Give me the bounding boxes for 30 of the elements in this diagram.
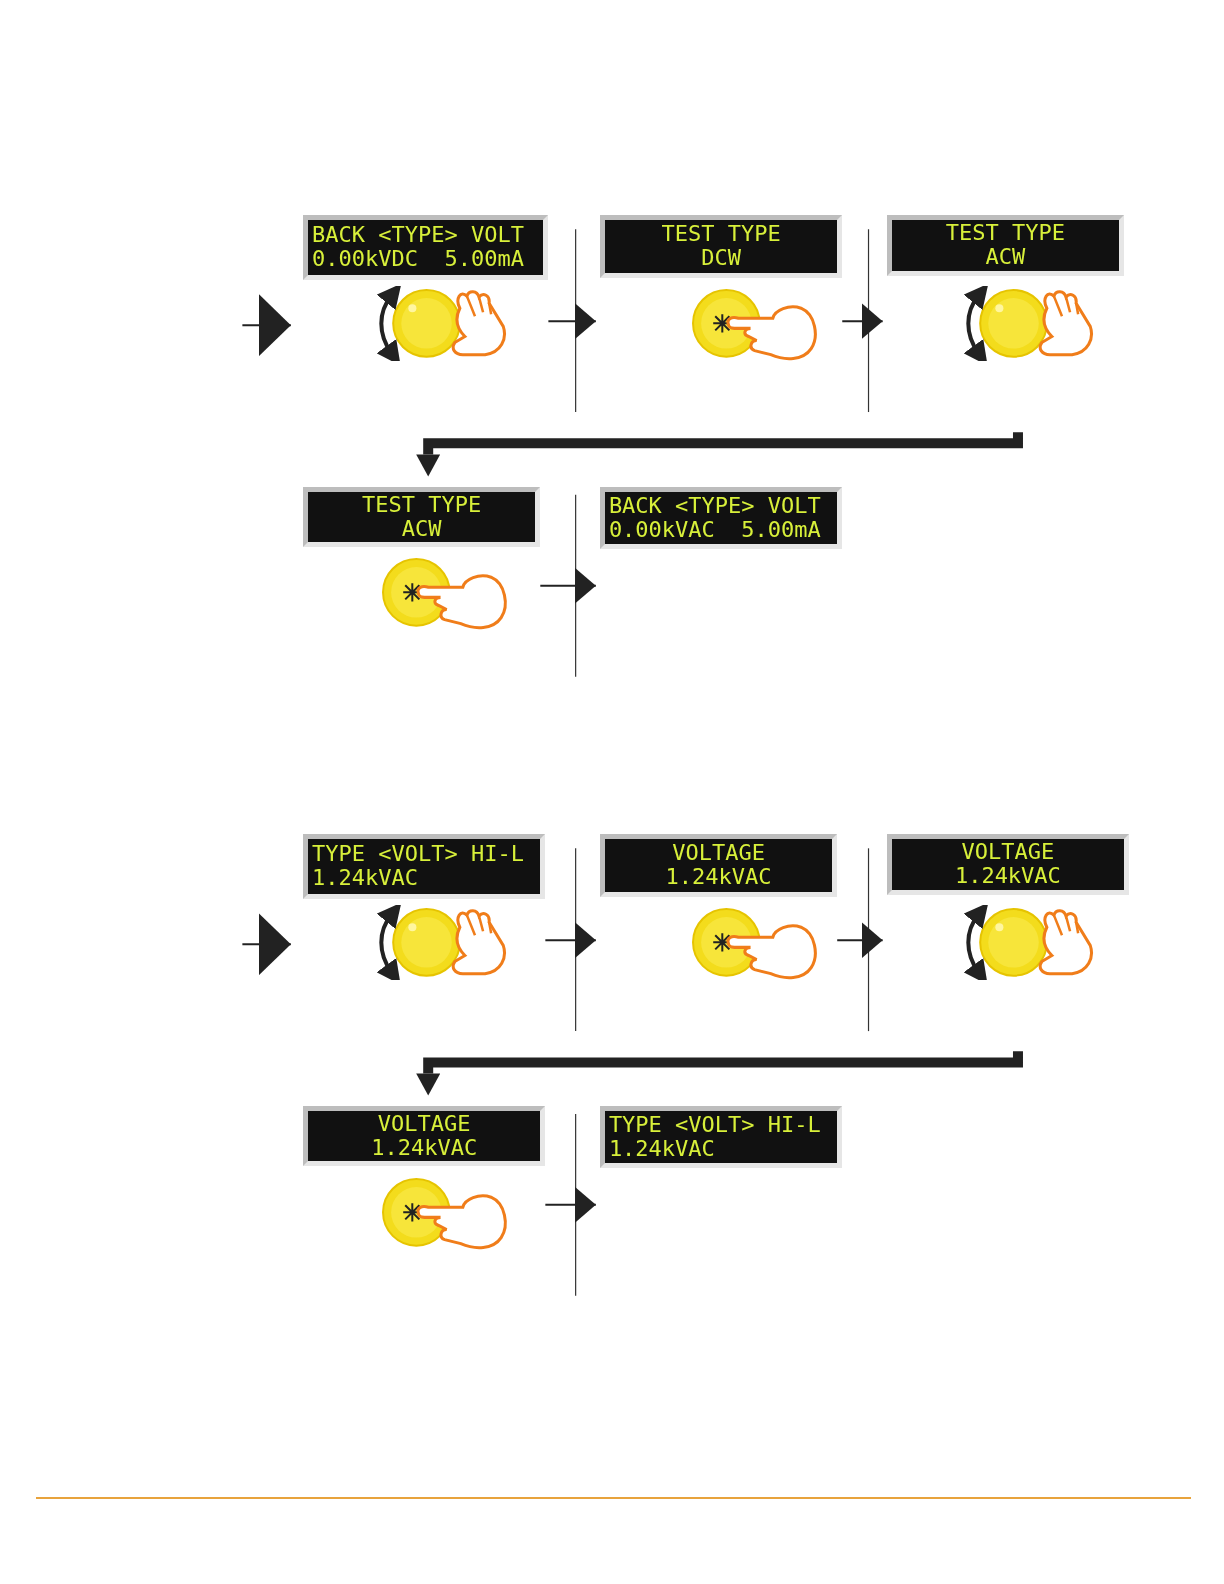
display-text: DCW [700, 246, 742, 271]
display-text: ACW [984, 245, 1027, 270]
display-text: TEST TYPE [660, 222, 782, 247]
display-text: 1.24kVAC [608, 1137, 716, 1162]
arrow [544, 922, 597, 959]
display-text: TYPE <VOLT> HI-L [608, 1113, 822, 1138]
display-text: 1.24kVAC [370, 1136, 479, 1161]
arrow [241, 913, 292, 976]
display-text: TEST TYPE [361, 493, 483, 518]
display-text: VOLTAGE [960, 840, 1056, 865]
arrow [416, 1051, 1023, 1096]
display-text: 0.00kVAC 5.00mA [608, 518, 822, 543]
display-text: 1.24kVAC [311, 866, 419, 891]
display-text: 1.24kVAC [664, 865, 773, 890]
arrow [241, 294, 292, 357]
display-text: BACK <TYPE> VOLT [311, 223, 525, 248]
arrow [841, 303, 884, 340]
display-text: 0.00kVDC 5.00mA [311, 247, 525, 272]
display-text: ACW [400, 517, 443, 542]
display-text: VOLTAGE [376, 1112, 472, 1137]
display-text: VOLTAGE [671, 841, 766, 866]
display-text: 1.24kVAC [953, 864, 1062, 889]
arrow [539, 567, 597, 604]
display-text: TYPE <VOLT> HI-L [311, 842, 525, 867]
arrow [544, 1186, 597, 1223]
arrow [416, 432, 1023, 477]
arrow [836, 922, 884, 959]
display-text: TEST TYPE [944, 221, 1066, 246]
arrow [547, 303, 597, 340]
display-text: BACK <TYPE> VOLT [608, 494, 822, 519]
